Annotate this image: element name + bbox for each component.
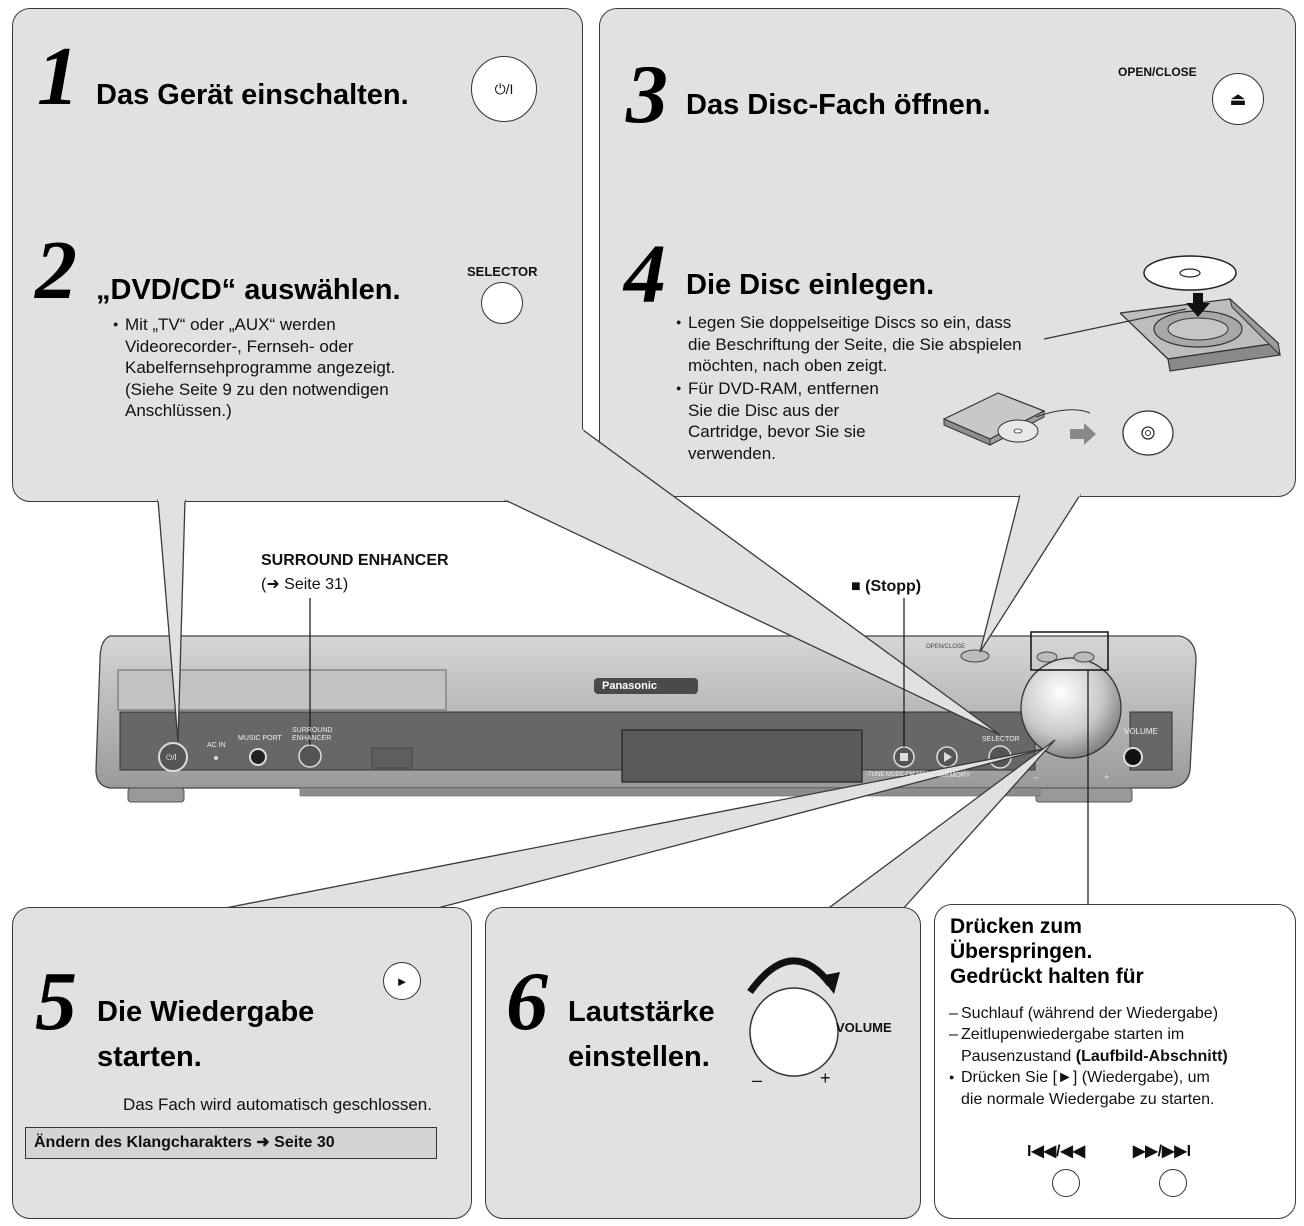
skip-panel: Drücken zum Überspringen. Gedrückt halte… xyxy=(934,904,1296,1219)
step-2-note-line: Anschlüssen.) xyxy=(125,401,232,421)
skip-forward-label: ▶▶/▶▶I xyxy=(1133,1143,1192,1160)
volume-plus: + xyxy=(820,1068,831,1088)
skip-note-line: Suchlauf (während der Wiedergabe) xyxy=(949,1003,1228,1025)
step-5-link: Ändern des Klangcharakters ➜ Seite 30 xyxy=(25,1127,437,1159)
skip-note-line: Drücken Sie [►] (Wiedergabe), um xyxy=(949,1067,1228,1089)
disc-pointer-line xyxy=(1043,308,1187,340)
step-3-title: Das Disc-Fach öffnen. xyxy=(686,89,991,121)
device-volume: VOLUME xyxy=(1124,727,1158,736)
device-music-port: MUSIC PORT xyxy=(238,735,282,742)
volume-label: VOLUME xyxy=(836,1020,892,1035)
step-4-note-line: die Beschriftung der Seite, die Sie absp… xyxy=(688,334,1022,354)
skip-title-line: Überspringen. xyxy=(950,940,1093,963)
step-2-note-line: Mit „TV“ oder „AUX“ werden xyxy=(113,314,395,336)
eject-button-icon: ⏏ xyxy=(1212,73,1264,125)
step-4-note-line: Legen Sie doppelseitige Discs so ein, da… xyxy=(676,312,1022,334)
surround-enhancer-title: SURROUND ENHANCER xyxy=(261,552,449,569)
skip-back-label: I◀◀/◀◀ xyxy=(1027,1143,1086,1160)
volume-minus: – xyxy=(752,1070,763,1090)
selector-button-icon xyxy=(481,282,523,324)
step-4-note-line: Sie die Disc aus der xyxy=(688,400,840,420)
step-panel-6: 6 Lautstärke einstellen. VOLUME – + xyxy=(485,907,921,1219)
step-5-note: Das Fach wird automatisch geschlossen. xyxy=(123,1095,432,1114)
step-5-title-line1: Die Wiedergabe xyxy=(97,996,315,1028)
step-6-title-line2: einstellen. xyxy=(568,1041,710,1073)
device-plus: + xyxy=(1104,772,1110,782)
step-number-1: 1 xyxy=(37,30,79,123)
step-2-note-line: Kabelfernsehprogramme angezeigt. xyxy=(125,358,396,378)
step-number-6: 6 xyxy=(506,955,548,1048)
device-surround-enhancer: SURROUND ENHANCER xyxy=(292,727,333,742)
skip-note-line: Zeitlupenwiedergabe starten im xyxy=(949,1024,1228,1046)
play-button-icon: ► xyxy=(383,962,421,1000)
step-2-note: Mit „TV“ oder „AUX“ werden Videorecorder… xyxy=(113,314,395,422)
step-4-note-line: möchten, nach oben zeigt. xyxy=(688,356,888,376)
device-ac-in: AC IN xyxy=(207,742,226,749)
step-2-title: „DVD/CD“ auswählen. xyxy=(96,274,401,306)
device-tune-mode: -TUNE MODE-FM MODE xyxy=(866,772,935,778)
step-6-title-line1: Lautstärke xyxy=(568,996,715,1028)
step-number-4: 4 xyxy=(624,228,666,321)
step-panel-1-2: 1 Das Gerät einschalten. ⏻/I 2 „DVD/CD“ … xyxy=(12,8,583,502)
step-4-note-line: Für DVD-RAM, entfernen xyxy=(676,378,879,400)
step-panel-5: 5 Die Wiedergabe starten. ► Das Fach wir… xyxy=(12,907,472,1219)
skip-note-bold: (Laufbild-Abschnitt) xyxy=(1075,1047,1228,1065)
step-2-note-line: (Siehe Seite 9 zu den notwendigen xyxy=(125,379,389,399)
skip-title-line: Gedrückt halten für xyxy=(950,965,1144,988)
step-4-title: Die Disc einlegen. xyxy=(686,269,935,301)
device-selector: SELECTOR xyxy=(982,736,1020,743)
device-memory: MEMORY xyxy=(939,772,971,779)
skip-title: Drücken zum Überspringen. Gedrückt halte… xyxy=(950,914,1144,989)
step-4-note-2: Für DVD-RAM, entfernen Sie die Disc aus … xyxy=(676,378,879,464)
skip-forward-button-icon xyxy=(1159,1169,1187,1197)
step-4-note-line: Cartridge, bevor Sie sie xyxy=(688,422,866,442)
step-1-title: Das Gerät einschalten. xyxy=(96,79,409,111)
volume-knob-icon xyxy=(747,957,840,1077)
stop-label: ■ (Stopp) xyxy=(851,578,922,595)
dvd-ram-cartridge-illustration xyxy=(942,392,1174,456)
skip-note-plain: Pausenzustand xyxy=(961,1047,1076,1065)
step-4-note-1: Legen Sie doppelseitige Discs so ein, da… xyxy=(676,312,1022,377)
device-minus: – xyxy=(1034,772,1040,782)
device-open-close: OPEN/CLOSE xyxy=(926,644,966,650)
skip-notes: Suchlauf (während der Wiedergabe) Zeitlu… xyxy=(949,1003,1228,1110)
open-close-label: OPEN/CLOSE xyxy=(1118,65,1197,79)
step-4-note-line: verwenden. xyxy=(688,443,776,463)
skip-note-line: die normale Wiedergabe zu starten. xyxy=(961,1090,1215,1108)
selector-label: SELECTOR xyxy=(467,264,538,279)
power-button-icon: ⏻/I xyxy=(471,56,537,122)
skip-note-line: Pausenzustand (Laufbild-Abschnitt) xyxy=(949,1046,1228,1067)
step-number-2: 2 xyxy=(35,224,77,317)
skip-title-line: Drücken zum xyxy=(950,915,1082,938)
surround-enhancer-ref: (➜ Seite 31) xyxy=(261,576,349,593)
step-5-title-line2: starten. xyxy=(97,1041,202,1073)
step-2-note-line: Videorecorder-, Fernseh- oder xyxy=(125,336,354,356)
skip-back-button-icon xyxy=(1052,1169,1080,1197)
step-panel-3-4: 3 Das Disc-Fach öffnen. OPEN/CLOSE ⏏ 4 D… xyxy=(599,8,1296,497)
step-number-5: 5 xyxy=(35,955,77,1048)
step-number-3: 3 xyxy=(626,48,668,141)
device-brand: Panasonic xyxy=(602,680,658,692)
device-power-button[interactable]: ⏻/I xyxy=(166,753,177,762)
